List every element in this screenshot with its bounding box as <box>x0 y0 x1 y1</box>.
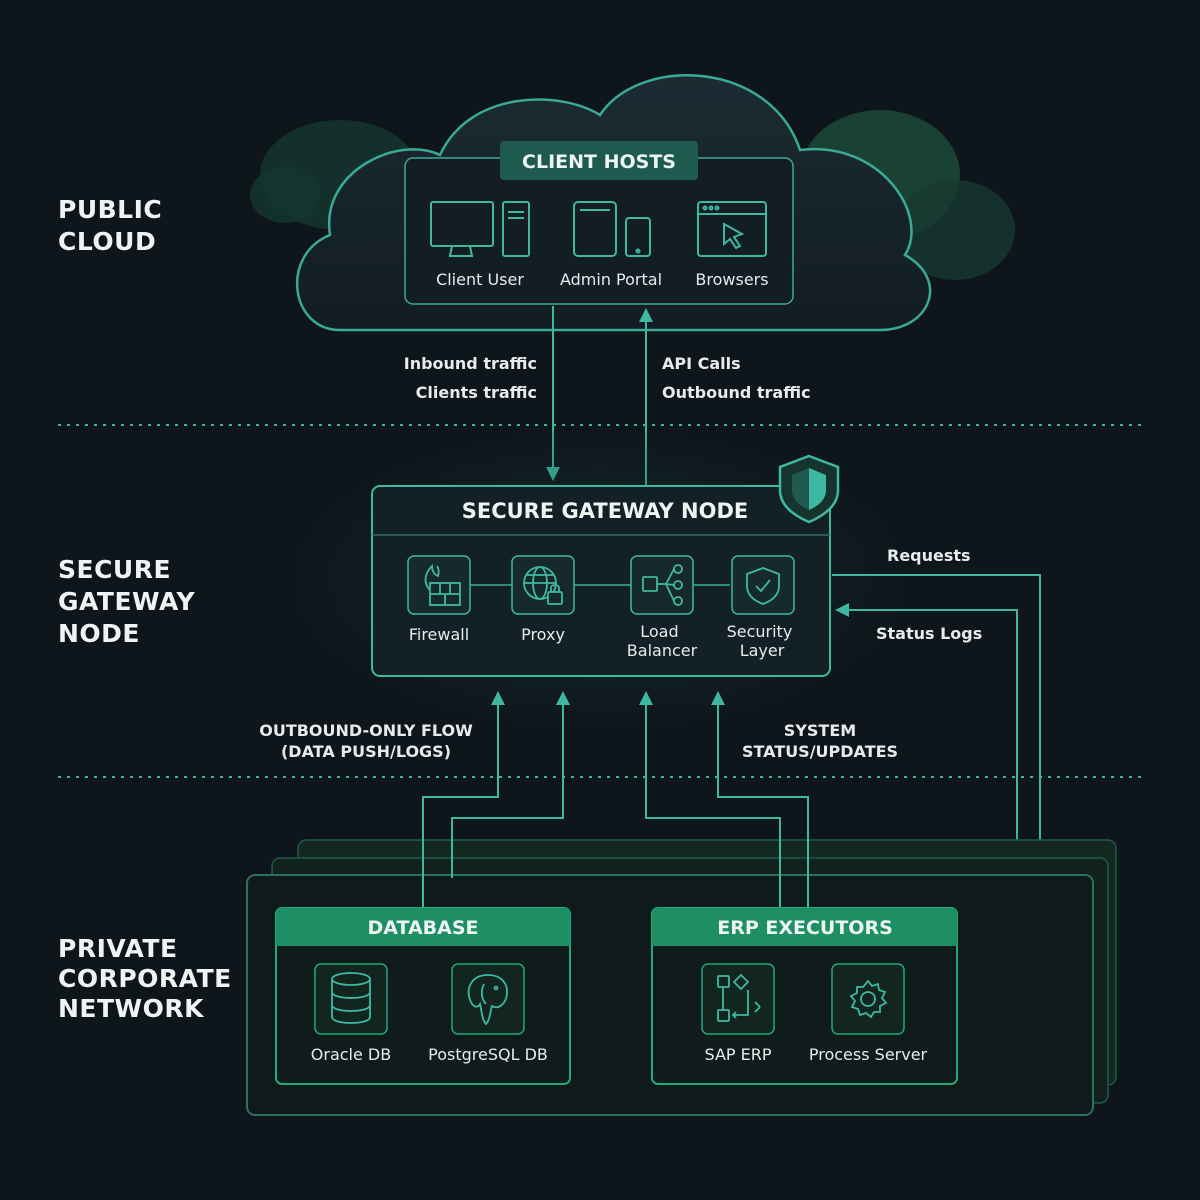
postgresql-elephant-icon <box>467 974 508 1026</box>
load-balancer-label-line: Load <box>640 622 678 641</box>
globe-lock-icon <box>523 566 563 605</box>
security-layer-icon-box <box>731 555 795 615</box>
load-balancer-icon-box <box>630 555 694 615</box>
proxy-label: Proxy <box>521 625 565 644</box>
proxy-icon-box <box>511 555 575 615</box>
browser-window-icon <box>697 201 767 257</box>
firewall-label: Firewall <box>409 625 469 644</box>
zone-label-public-cloud: PUBLIC CLOUD <box>58 195 163 256</box>
firewall-icon-box <box>407 555 471 615</box>
sap-erp-label: SAP ERP <box>704 1045 771 1064</box>
tablet-phone-icon <box>573 201 651 257</box>
security-layer-label: Security Layer <box>727 622 798 660</box>
erp-title: ERP EXECUTORS <box>717 917 893 939</box>
postgresql-db-label: PostgreSQL DB <box>428 1045 548 1064</box>
workflow-icon <box>717 973 761 1022</box>
admin-portal-label: Admin Portal <box>560 270 662 289</box>
desktop-icon <box>430 201 530 257</box>
database-cylinder-icon <box>331 972 371 1024</box>
client-hosts-header <box>500 141 698 180</box>
firewall-icon <box>424 563 461 606</box>
client-user-label: Client User <box>436 270 524 289</box>
browsers-label: Browsers <box>695 270 768 289</box>
db-flow-arrow-2 <box>451 691 570 878</box>
postgres-icon-box <box>451 963 525 1035</box>
zone-label-private-network: PRIVATE CORPORATE NETWORK <box>58 934 232 1023</box>
database-header <box>276 908 570 946</box>
shield-check-icon <box>746 567 780 605</box>
db-flow-arrow-1 <box>422 691 505 908</box>
requests-label: Requests <box>887 546 971 565</box>
process-server-icon-box <box>831 963 905 1035</box>
gateway-title: SECURE GATEWAY NODE <box>462 499 748 523</box>
security-layer-label-line: Layer <box>740 641 785 660</box>
erp-flow-arrow-1 <box>639 691 781 908</box>
erp-flow-arrow-2 <box>711 691 809 908</box>
security-layer-label-line: Security <box>727 622 793 641</box>
sap-icon-box <box>701 963 775 1035</box>
system-status-label: SYSTEM STATUS/UPDATES <box>741 721 899 761</box>
shield-icon <box>778 454 840 524</box>
load-balancer-label: Load Balancer <box>627 622 698 660</box>
inbound-traffic-label: Inbound traffic Clients traffic <box>403 354 537 402</box>
gear-icon <box>849 979 888 1019</box>
status-logs-label: Status Logs <box>876 624 983 643</box>
outbound-traffic-label: API Calls Outbound traffic <box>662 354 811 402</box>
process-server-label: Process Server <box>809 1045 928 1064</box>
load-balancer-icon <box>642 564 683 606</box>
load-balancer-label-line: Balancer <box>627 641 698 660</box>
outbound-only-flow-label: OUTBOUND-ONLY FLOW (DATA PUSH/LOGS) <box>259 721 473 761</box>
database-title: DATABASE <box>367 917 478 939</box>
gateway-box <box>371 485 831 677</box>
erp-header <box>652 908 957 946</box>
zone-label-secure-gateway: SECURE GATEWAY NODE <box>58 555 196 648</box>
client-hosts-title: CLIENT HOSTS <box>522 151 676 173</box>
oracle-db-label: Oracle DB <box>311 1045 391 1064</box>
